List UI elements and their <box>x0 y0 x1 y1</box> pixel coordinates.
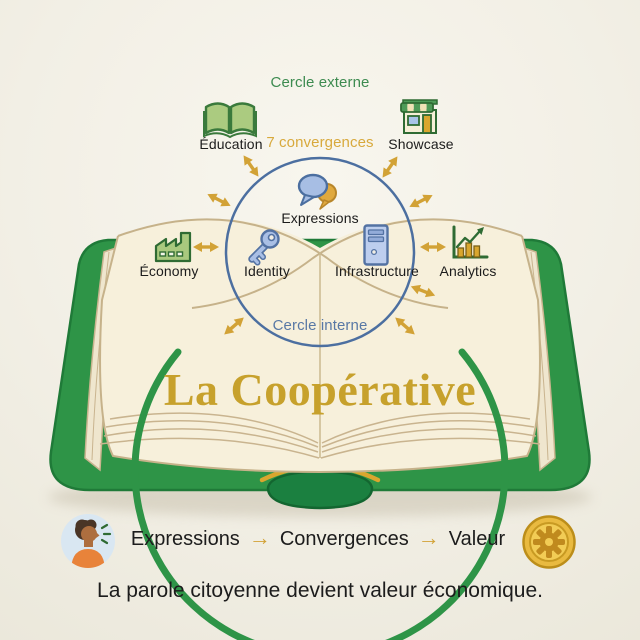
node-label-analytics: Analytics <box>439 263 497 279</box>
server-icon <box>363 224 389 271</box>
node-label-identity: Identity <box>244 263 290 279</box>
book-title: La Coopérative <box>163 364 477 415</box>
node-label-economy: Économy <box>139 263 199 279</box>
formula-step-convergences: Convergences <box>279 527 409 550</box>
convergence-arrow <box>237 150 265 182</box>
outer-circle-label: Cercle externe <box>270 74 370 91</box>
storefront-icon <box>394 98 446 141</box>
coin-gear-icon <box>522 515 576 574</box>
node-label-infrastructure: Infrastructure <box>335 263 419 279</box>
bar-chart-icon <box>448 224 490 267</box>
convergence-arrow <box>405 188 437 214</box>
convergences-label: 7 convergences <box>266 134 374 151</box>
open-book-icon <box>202 99 258 146</box>
inner-circle-label: Cercle interne <box>272 317 368 334</box>
key-icon <box>243 228 281 271</box>
open-book-illustration <box>49 218 591 510</box>
formula-step-valeur: Valeur <box>448 527 506 550</box>
outer-circle-ring <box>131 348 509 640</box>
convergence-arrow <box>376 151 404 183</box>
inner-circle-ring <box>224 156 416 348</box>
person-speaking-icon <box>60 513 116 574</box>
page-fan-lines <box>99 412 541 459</box>
right-arrow-icon: → <box>417 525 440 550</box>
formula-step-expressions: Expressions <box>130 527 240 550</box>
node-label-expressions: Expressions <box>281 210 359 226</box>
book-spine-bump <box>266 469 374 510</box>
tagline: La parole citoyenne devient valeur écono… <box>97 579 543 602</box>
node-label-showcase: Showcase <box>388 136 454 152</box>
value-formula: Expressions → Convergences → Valeur <box>0 525 636 552</box>
right-arrow-icon: → <box>248 525 271 550</box>
node-label-education: Éducation <box>199 136 263 152</box>
convergence-arrow <box>203 187 235 213</box>
speech-bubbles-icon <box>293 172 341 217</box>
factory-icon <box>151 228 197 269</box>
